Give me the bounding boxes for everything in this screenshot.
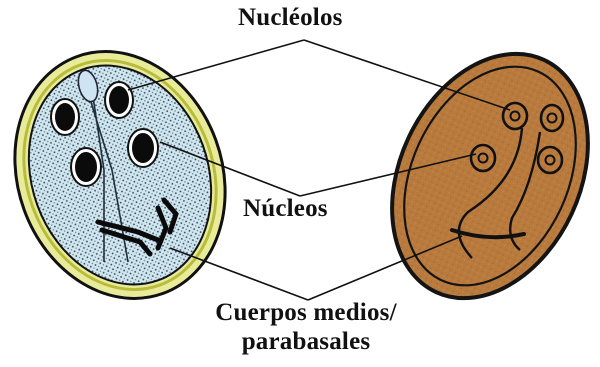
trophozoite-nucleus-2: [105, 82, 133, 118]
label-nucleos: Núcleos: [243, 195, 328, 223]
trophozoite: [0, 22, 259, 329]
trophozoite-nucleus-4: [128, 129, 158, 167]
trophozoite-nucleus-1: [51, 99, 79, 135]
trophozoite-nucleus-3: [71, 148, 101, 186]
trophozoite-body: [0, 40, 241, 311]
cyst: [354, 22, 600, 330]
label-cuerpos-line2: parabasales: [206, 327, 406, 356]
label-cuerpos-medios-parabasales: Cuerpos medios/ parabasales: [206, 298, 406, 356]
label-nucleolos: Nucléolos: [238, 4, 343, 32]
label-cuerpos-line1: Cuerpos medios/: [206, 298, 406, 327]
